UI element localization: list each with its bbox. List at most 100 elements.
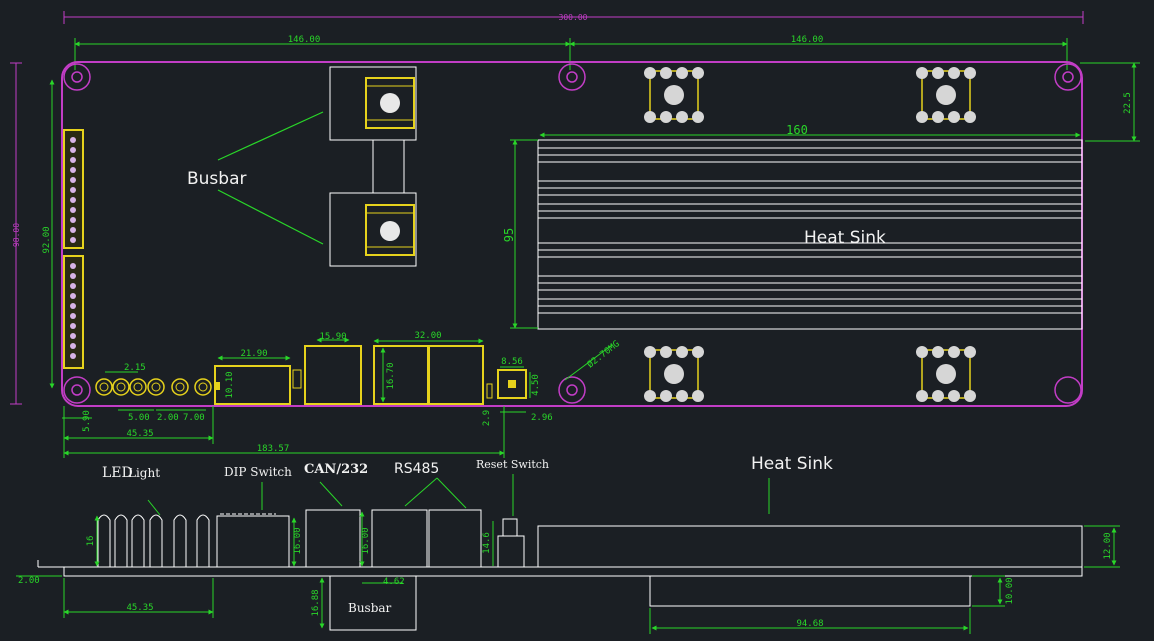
reset-switch-label: Reset Switch bbox=[476, 458, 549, 471]
busbar-top-label: Busbar bbox=[187, 169, 247, 189]
terminal-bolt bbox=[664, 364, 684, 384]
dip-switch-label: DIP Switch bbox=[224, 465, 292, 479]
terminal-frame bbox=[649, 70, 699, 120]
led-top-inner bbox=[116, 382, 126, 392]
connector-pin bbox=[70, 177, 76, 183]
terminal-pin bbox=[916, 111, 928, 123]
rs485-width-label: 32.00 bbox=[414, 331, 441, 341]
pcb-side-board bbox=[63, 566, 1083, 577]
connector-pin bbox=[70, 227, 76, 233]
led-side bbox=[173, 514, 187, 567]
led-label-small: Light bbox=[128, 466, 160, 480]
terminal-pin bbox=[644, 390, 656, 402]
terminal-pin bbox=[692, 111, 704, 123]
terminal-pin bbox=[660, 346, 672, 358]
connector-pin bbox=[70, 207, 76, 213]
can232-label: CAN/232 bbox=[304, 462, 368, 477]
half-right-label: 146.00 bbox=[791, 35, 824, 45]
busbar-side-label: Busbar bbox=[348, 601, 392, 615]
connector-pin bbox=[70, 157, 76, 163]
led-top bbox=[147, 378, 165, 396]
rs485-label: RS485 bbox=[394, 461, 439, 477]
side-hs-length-label: 94.68 bbox=[796, 619, 823, 629]
terminal-frame bbox=[649, 349, 699, 399]
mounting-holes bbox=[63, 63, 1082, 404]
terminal-pin bbox=[676, 111, 688, 123]
led-dimensions bbox=[62, 371, 505, 458]
led-top bbox=[95, 378, 113, 396]
rs485-height-label: 16.70 bbox=[386, 362, 396, 389]
heat-sink-width-label: 95 bbox=[502, 228, 516, 242]
terminal-pin bbox=[916, 346, 928, 358]
connector-pin bbox=[70, 283, 76, 289]
led-side bbox=[131, 514, 145, 567]
rs485-top-view bbox=[373, 338, 484, 405]
terminal-pin bbox=[932, 346, 944, 358]
connector-pin bbox=[70, 263, 76, 269]
overall-width-label: 300.00 bbox=[559, 13, 588, 22]
terminal-frame bbox=[921, 70, 971, 120]
connector-pin bbox=[70, 167, 76, 173]
side-led-height-label: 16 bbox=[86, 536, 96, 547]
left-connector-strips bbox=[63, 129, 84, 369]
led-pitch-label: 2.15 bbox=[124, 363, 146, 373]
led-top-inner bbox=[99, 382, 109, 392]
connector-pins bbox=[70, 137, 76, 359]
connector-pin bbox=[70, 273, 76, 279]
dip-switch-side-view bbox=[216, 482, 297, 568]
leds-top-view bbox=[95, 378, 212, 396]
terminal-pin bbox=[948, 67, 960, 79]
connector-pin bbox=[70, 303, 76, 309]
terminal-pin bbox=[644, 346, 656, 358]
can232-side-view bbox=[305, 481, 365, 568]
terminal-pin bbox=[932, 390, 944, 402]
heat-sink-side-label: Heat Sink bbox=[751, 454, 833, 474]
terminal-pin bbox=[948, 346, 960, 358]
terminal-pin bbox=[964, 390, 976, 402]
led-gap2-label: 7.00 bbox=[183, 413, 205, 423]
busbar-offset-label: 4.62 bbox=[383, 577, 405, 587]
led-top bbox=[194, 378, 212, 396]
side-can-height-label: 16.00 bbox=[361, 527, 371, 554]
led-top-inner bbox=[133, 382, 143, 392]
heat-sink-length-label: 160 bbox=[786, 123, 808, 137]
terminal-pin bbox=[676, 346, 688, 358]
reset-offset-label: 2.96 bbox=[531, 413, 553, 423]
led-top-inner bbox=[175, 382, 185, 392]
led-top-inner bbox=[151, 382, 161, 392]
busbar-bolt-top bbox=[380, 93, 400, 113]
dip-width-label: 21.90 bbox=[240, 349, 267, 359]
terminal-pin bbox=[916, 390, 928, 402]
side-dip-height-label: 16.00 bbox=[293, 527, 303, 554]
dip-switch-top-view bbox=[214, 355, 302, 405]
terminal-pin bbox=[676, 390, 688, 402]
pin-left-label: 2.9 bbox=[482, 410, 492, 426]
board-thickness-label: 2.00 bbox=[18, 576, 40, 586]
led-top-inner bbox=[198, 382, 208, 392]
half-width-dimensions bbox=[74, 38, 1068, 70]
board-height-label: 92.00 bbox=[42, 226, 52, 253]
terminal-pin bbox=[660, 390, 672, 402]
hole-label: Ø2.70MG bbox=[585, 338, 622, 370]
connector-pin bbox=[70, 323, 76, 329]
terminal-pin bbox=[692, 390, 704, 402]
led-side bbox=[114, 514, 128, 567]
half-left-label: 146.00 bbox=[288, 35, 321, 45]
connector-pin bbox=[70, 313, 76, 319]
connector-pin bbox=[70, 147, 76, 153]
terminal-pin bbox=[948, 390, 960, 402]
heat-sink-top-view bbox=[537, 139, 1083, 330]
led-side bbox=[149, 514, 163, 567]
terminal-bolt bbox=[936, 364, 956, 384]
terminal-pin bbox=[676, 67, 688, 79]
terminal-pin bbox=[692, 346, 704, 358]
led-side bbox=[196, 514, 210, 567]
edge-offset-label: 22.5 bbox=[1123, 92, 1133, 114]
side-busbar-depth-label: 16.88 bbox=[311, 589, 321, 616]
led-side-dims bbox=[63, 499, 214, 618]
led-side bbox=[97, 514, 111, 567]
side-led-group-label: 45.35 bbox=[126, 603, 153, 613]
led-top bbox=[129, 378, 147, 396]
connector-pin bbox=[70, 137, 76, 143]
